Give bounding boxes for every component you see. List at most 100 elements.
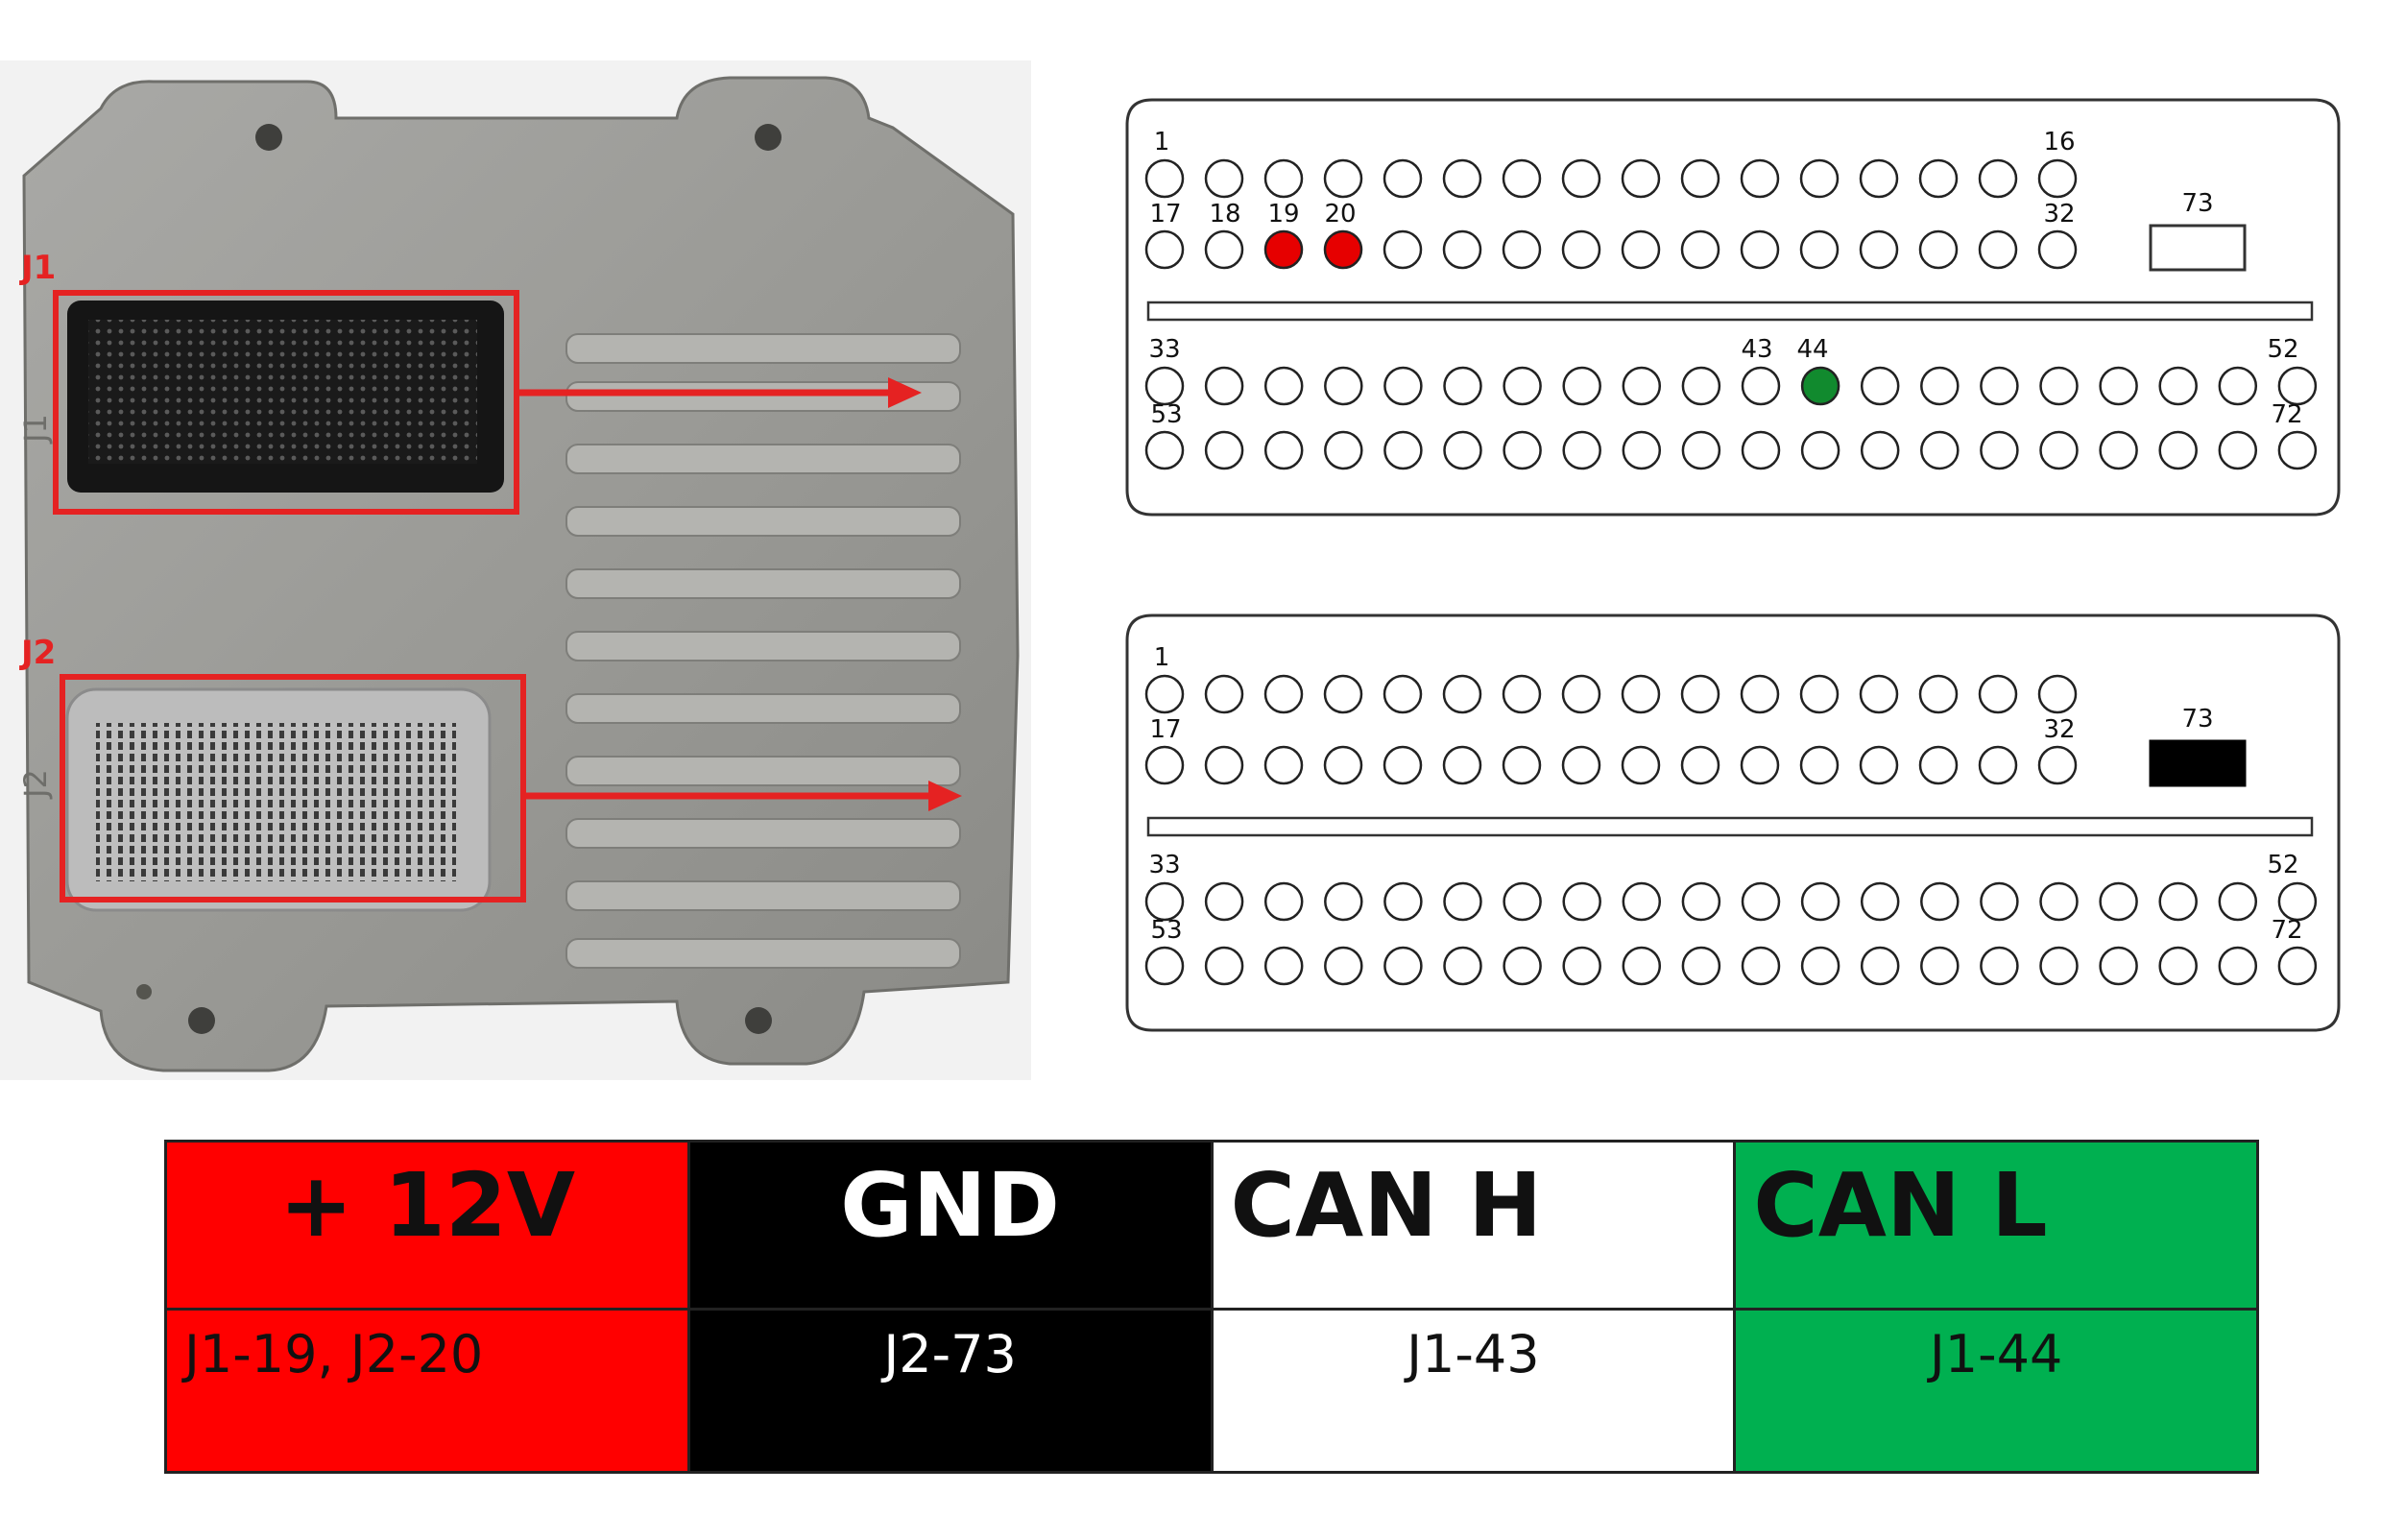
- pin-15: [1978, 158, 2018, 199]
- pin-42: [1681, 881, 1721, 922]
- pin-48: [2039, 366, 2079, 406]
- legend-gnd-header: GND: [686, 1140, 1214, 1311]
- pin-68: [2039, 946, 2079, 986]
- pin-38: [1443, 366, 1482, 406]
- j2-engraved-label: J2: [17, 769, 54, 800]
- pin-49: [2099, 881, 2138, 922]
- legend-canh-header: CAN H: [1210, 1140, 1737, 1311]
- pin-65: [1860, 430, 1900, 470]
- pin-69: [2099, 946, 2138, 986]
- pin-26: [1680, 229, 1720, 270]
- pin-66: [1920, 430, 1960, 470]
- pin-32: [2037, 229, 2078, 270]
- pin-labels: 1 17 32 73 33 52 53 72: [1148, 643, 2302, 945]
- pin-40: [1562, 881, 1601, 922]
- pin-61: [1622, 430, 1662, 470]
- label-pin-43: 43: [1741, 335, 1772, 364]
- pin-38: [1443, 881, 1482, 922]
- pin-41: [1622, 366, 1662, 406]
- pin-25: [1621, 745, 1661, 785]
- pin-29: [1859, 745, 1899, 785]
- pin-68: [2039, 430, 2079, 470]
- pin-64: [1800, 946, 1840, 986]
- pin-57: [1383, 946, 1423, 986]
- pin-70: [2158, 946, 2198, 986]
- pin-31: [1978, 745, 2018, 785]
- pin-50: [2158, 366, 2198, 406]
- pin-32: [2037, 745, 2078, 785]
- pin-6: [1442, 674, 1482, 714]
- pin-grid: [1144, 674, 2318, 986]
- pin-71: [2218, 946, 2258, 986]
- pin-54: [1204, 946, 1244, 986]
- pin-58: [1443, 946, 1482, 986]
- label-pin-19: 19: [1267, 200, 1299, 229]
- pin-27: [1740, 229, 1780, 270]
- mount-hole: [136, 984, 152, 999]
- pin-27: [1740, 745, 1780, 785]
- pin-36: [1324, 366, 1363, 406]
- label-pin-72: 72: [2271, 916, 2302, 945]
- pin-44: [1800, 881, 1840, 922]
- connector-divider: [1146, 301, 2314, 322]
- label-pin-53: 53: [1150, 400, 1182, 429]
- pin-28: [1799, 745, 1840, 785]
- pin-34: [1204, 881, 1244, 922]
- pin-66: [1920, 946, 1960, 986]
- pin-60: [1562, 430, 1601, 470]
- j2-pinout-diagram: 1 17 32 73 33 52 53 72: [1125, 614, 2341, 1032]
- label-pin-33: 33: [1148, 335, 1180, 364]
- pin-61: [1622, 946, 1662, 986]
- label-pin-33: 33: [1148, 851, 1180, 879]
- label-pin-1: 1: [1154, 128, 1170, 156]
- pin-63: [1741, 430, 1781, 470]
- pin-49: [2099, 366, 2138, 406]
- pin-10: [1680, 158, 1720, 199]
- pin-58: [1443, 430, 1482, 470]
- pin-59: [1503, 430, 1542, 470]
- pin-1: [1144, 674, 1185, 714]
- pin-46: [1920, 366, 1960, 406]
- label-pin-32: 32: [2043, 715, 2075, 744]
- legend-signal-row: + 12V GND CAN H CAN L: [164, 1140, 2259, 1311]
- pin-36: [1324, 881, 1363, 922]
- pin-56: [1324, 946, 1363, 986]
- connector-divider: [1146, 816, 2314, 837]
- pin-7: [1502, 158, 1542, 199]
- label-pin-72: 72: [2271, 400, 2302, 429]
- pin-40: [1562, 366, 1601, 406]
- pin-31: [1978, 229, 2018, 270]
- pin-28: [1799, 229, 1840, 270]
- pin-44: [1800, 366, 1840, 406]
- pin-41: [1622, 881, 1662, 922]
- pin-22: [1442, 229, 1482, 270]
- cooling-fins: [565, 333, 961, 969]
- pin-22: [1442, 745, 1482, 785]
- pin-20: [1323, 745, 1363, 785]
- pin-21: [1383, 229, 1423, 270]
- pin-7: [1502, 674, 1542, 714]
- pin-48: [2039, 881, 2079, 922]
- pin-47: [1980, 881, 2019, 922]
- legend-12v-pins: J1-19, J2-20: [164, 1308, 690, 1474]
- mount-hole: [745, 1007, 772, 1034]
- pin-labels: 1 16 17 18 19 20 32 73 33 43 44 52 53 72: [1148, 128, 2302, 429]
- pin-54: [1204, 430, 1244, 470]
- pin-70: [2158, 430, 2198, 470]
- pin-24: [1561, 229, 1601, 270]
- pin-grid: [1144, 158, 2318, 470]
- pin-4: [1323, 158, 1363, 199]
- pin-9: [1621, 158, 1661, 199]
- pin-8: [1561, 674, 1601, 714]
- j2-arrow: [523, 781, 962, 811]
- pin-16: [2037, 674, 2078, 714]
- label-pin-1: 1: [1154, 643, 1170, 672]
- pin-43: [1741, 366, 1781, 406]
- pin-26: [1680, 745, 1720, 785]
- pin-24: [1561, 745, 1601, 785]
- pin-72: [2277, 946, 2318, 986]
- pin-5: [1383, 158, 1423, 199]
- legend-pins-row: J1-19, J2-20 J2-73 J1-43 J1-44: [164, 1308, 2259, 1474]
- pin-69: [2099, 430, 2138, 470]
- pin-51: [2218, 366, 2258, 406]
